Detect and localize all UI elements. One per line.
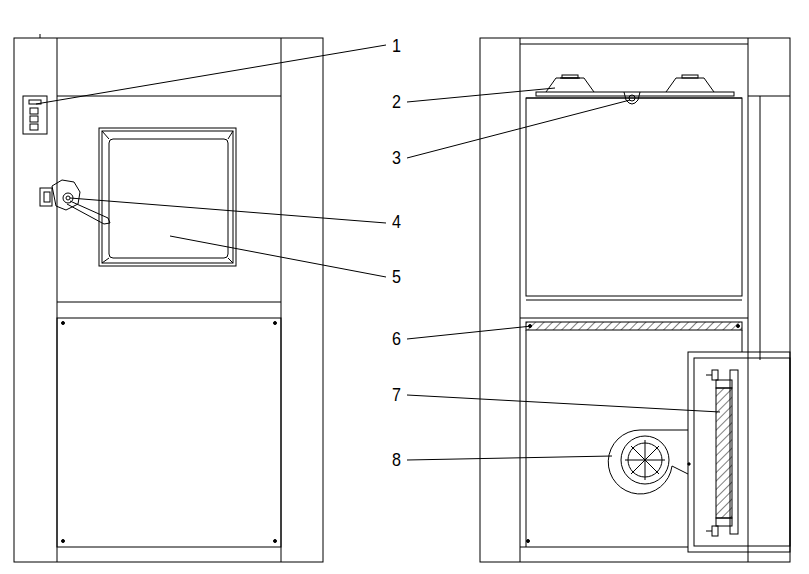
callout-number: 7 <box>392 385 401 405</box>
callout-number: 8 <box>392 450 401 470</box>
callout-number: 4 <box>392 212 401 232</box>
callout-number: 6 <box>392 329 401 349</box>
leader-lines <box>36 45 720 460</box>
callout-number: 5 <box>392 267 401 287</box>
callout-number: 1 <box>392 36 401 56</box>
side-section-view <box>480 38 790 562</box>
callout-number: 2 <box>392 92 401 112</box>
front-view <box>14 34 323 562</box>
callout-number: 3 <box>392 148 401 168</box>
